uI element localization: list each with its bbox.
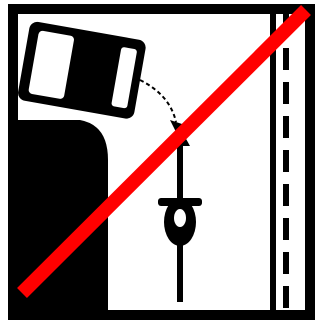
lane-divider xyxy=(283,14,289,308)
lane-edge-line xyxy=(270,12,276,311)
